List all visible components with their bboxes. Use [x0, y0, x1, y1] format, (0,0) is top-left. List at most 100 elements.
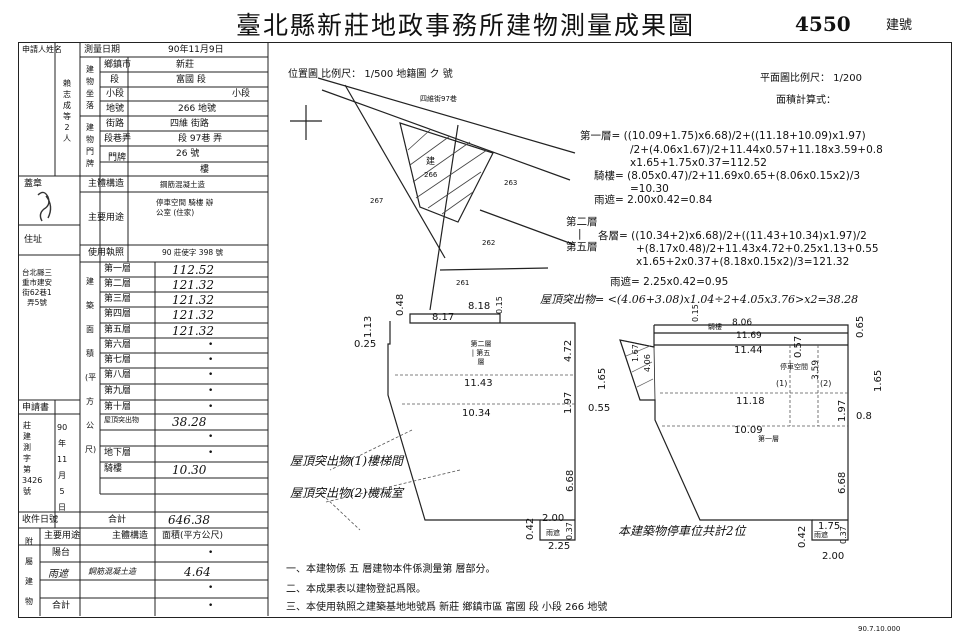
ground-dim-18: 0.42	[797, 525, 808, 548]
lot-266: 266	[424, 171, 438, 179]
location-group-label: 建物坐落	[86, 65, 94, 110]
location-map-caption: 位置圖 比例尺： 1/500 地籍圖 ク 號	[288, 69, 453, 80]
ground-plan-label: 第一層	[758, 435, 779, 443]
address-label: 住址	[24, 235, 43, 245]
upper-dim-17: 2.25	[548, 541, 571, 552]
application-number: 莊建測字第3426號	[22, 421, 43, 496]
survey-date-label: 測量日期	[84, 45, 121, 55]
upper-dim-16: 0.42	[525, 517, 536, 540]
formula-12: x1.65+2x0.37+(8.18x0.15x2)/3=121.32	[636, 256, 850, 268]
formula-11: +(8.17x0.48)/2+11.43x4.72+0.25x1.13+0.55	[636, 243, 879, 255]
floor-row-label: 騎樓	[104, 464, 123, 474]
upper-dim-5: 1.13	[363, 315, 374, 338]
floor-row-label: 第六層	[104, 340, 132, 350]
upper-dim-2: 0.15	[495, 296, 504, 314]
floor-row-value: 121.32	[172, 324, 214, 338]
upper-dim-4: 0.48	[395, 293, 406, 316]
formula-4: 騎樓= (8.05x0.47)/2+11.69x0.65+(8.06x0.15x…	[594, 170, 861, 182]
door-row-2-label: 段巷弄	[104, 134, 132, 144]
floor-row-value: 121.32	[172, 278, 214, 292]
usage-value: 停車空間 騎樓 辦公室 (住家)	[156, 198, 214, 217]
note-roof-1: 屋頂突出物(1)樓梯間	[290, 454, 403, 468]
floor-row-value: •	[208, 402, 214, 412]
upper-dim-10: 0.55	[588, 403, 611, 414]
formula-8: |	[578, 228, 582, 240]
loc-row-3-label: 小段	[106, 89, 125, 99]
floor-row-label: 第八層	[104, 370, 132, 380]
footer-note-1: 一、本建物係 五 層建物本件係測量第 層部分。	[286, 564, 496, 575]
note-roof-2: 屋頂突出物(2)機械室	[290, 486, 403, 500]
footer-note-2: 二、本成果表以建物登記爲限。	[286, 584, 426, 595]
floors-group-label: 建築面積(平方公尺)	[85, 277, 97, 454]
loc-row-4-value: 266 地號	[178, 104, 217, 114]
attached-total-label: 合計	[52, 601, 71, 611]
attached-r2-struct: 鋼筋混凝土造	[88, 567, 136, 576]
ground-dim-9: 3.59	[811, 359, 821, 380]
door-row-3-value: 26 號	[176, 149, 200, 159]
ground-dim-8: 1.67	[631, 344, 640, 362]
upper-dim-3: 8.17	[432, 312, 455, 323]
building-number-label: 建號	[886, 18, 913, 33]
survey-date-value: 90年11月9日	[168, 45, 224, 55]
upper-dim-1: 8.18	[468, 301, 491, 312]
loc-row-2-label: 段	[110, 75, 120, 85]
floor-row-value: •	[208, 448, 214, 458]
upper-plan-label: 第二層 | 第五層	[470, 340, 492, 366]
door-row-1-label: 街路	[106, 119, 125, 129]
note-parking: 本建築物停車位共計2位	[618, 524, 746, 538]
formula-7: 第二層	[566, 216, 598, 228]
ground-dim-4: 0.65	[855, 315, 866, 338]
seal-label: 蓋章	[24, 179, 43, 189]
ground-dim-14: 10.09	[734, 425, 763, 436]
ground-dim-3: 11.69	[736, 331, 762, 341]
upper-dim-12: 1.97	[563, 391, 574, 414]
loc-row-1-label: 鄉鎮市	[104, 60, 132, 70]
ground-parking-1: (1)	[776, 379, 788, 388]
attached-h-use: 主要用途	[44, 531, 81, 541]
loc-row-3-value: 小段	[232, 89, 251, 99]
floor-row-label: 第二層	[104, 279, 132, 289]
ground-parking-2: (2)	[820, 379, 832, 388]
road-label: 四維街97巷	[420, 95, 457, 103]
door-row-2-value: 段 97巷 弄	[178, 134, 223, 144]
floor-row-label: 第四層	[104, 309, 132, 319]
floor-row-value: •	[208, 340, 214, 350]
attached-total-area: •	[208, 601, 214, 611]
floor-row-value: 38.28	[172, 415, 207, 429]
lot-267: 267	[370, 197, 384, 205]
ground-dim-1: 8.06	[732, 318, 753, 328]
attached-r3-area: •	[208, 583, 214, 593]
formula-9: 第五層	[566, 241, 598, 253]
ground-dim-13: 1.97	[837, 399, 848, 422]
upper-dim-8: 11.43	[464, 378, 493, 389]
formula-2: /2+(4.06x1.67)/2+11.44x0.57+11.18x3.59+0…	[630, 144, 883, 156]
attached-h-area: 面積(平方公尺)	[162, 531, 224, 541]
floor-row-label: 第七層	[104, 355, 132, 365]
door-row-3-label: 門牌	[108, 153, 127, 163]
application-label: 申請書	[22, 403, 50, 413]
footer-note-3: 三、本使用執照之建築基地地號爲 新莊 鄉鎮市區 富國 段 小段 266 地號	[286, 602, 608, 613]
structure-label: 主體構造	[88, 179, 125, 189]
applicant-label: 申請人姓名	[22, 45, 62, 54]
floor-row-label: 屋頂突出物	[104, 416, 139, 424]
floor-row-label: 第九層	[104, 386, 132, 396]
total-label: 合計	[108, 515, 127, 525]
attached-r2-use: 雨遮	[48, 569, 68, 580]
door-row-4-value: 樓	[200, 165, 210, 175]
upper-dim-14: 2.00	[542, 513, 565, 524]
ground-dim-6: 0.57	[793, 335, 804, 358]
ground-arcade: 騎樓	[708, 323, 722, 331]
formula-6: 雨遮= 2.00x0.42=0.84	[594, 194, 713, 206]
building-mark: 建	[426, 157, 436, 167]
floor-row-value: •	[208, 355, 214, 365]
total-value: 646.38	[168, 513, 210, 527]
print-stamp: 90.7.10.000	[858, 625, 901, 633]
loc-row-4-label: 地號	[106, 104, 125, 114]
document-title: 臺北縣新莊地政事務所建物測量成果圖	[236, 11, 696, 40]
building-number: 4550	[795, 12, 851, 36]
floor-row-value: •	[208, 370, 214, 380]
lot-261: 261	[456, 279, 470, 287]
ground-dim-17: 0.37	[839, 526, 848, 544]
upper-rain-cover: 雨遮	[546, 529, 560, 537]
floor-row-value: 112.52	[172, 263, 214, 277]
